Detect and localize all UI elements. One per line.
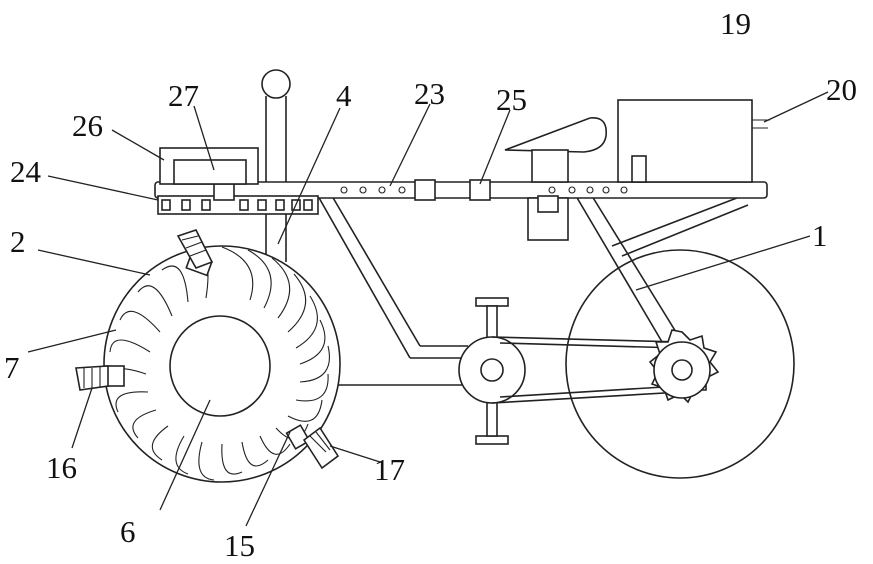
label-6: 6 <box>120 514 136 549</box>
label-24: 24 <box>10 154 42 189</box>
label-26: 26 <box>72 108 103 143</box>
main-beam <box>155 180 767 214</box>
label-4: 4 <box>336 78 352 113</box>
label-16: 16 <box>46 450 77 485</box>
label-1: 1 <box>812 218 828 253</box>
label-19: 19 <box>720 6 751 41</box>
tank <box>618 100 770 182</box>
label-15: 15 <box>224 528 255 563</box>
label-20: 20 <box>826 72 857 107</box>
label-2: 2 <box>10 224 26 259</box>
label-7: 7 <box>4 350 20 385</box>
label-25: 25 <box>496 82 527 117</box>
label-17: 17 <box>374 452 405 487</box>
auger-left <box>76 366 124 390</box>
label-27: 27 <box>168 78 199 113</box>
pedal-crank <box>459 298 525 444</box>
label-23: 23 <box>414 76 445 111</box>
